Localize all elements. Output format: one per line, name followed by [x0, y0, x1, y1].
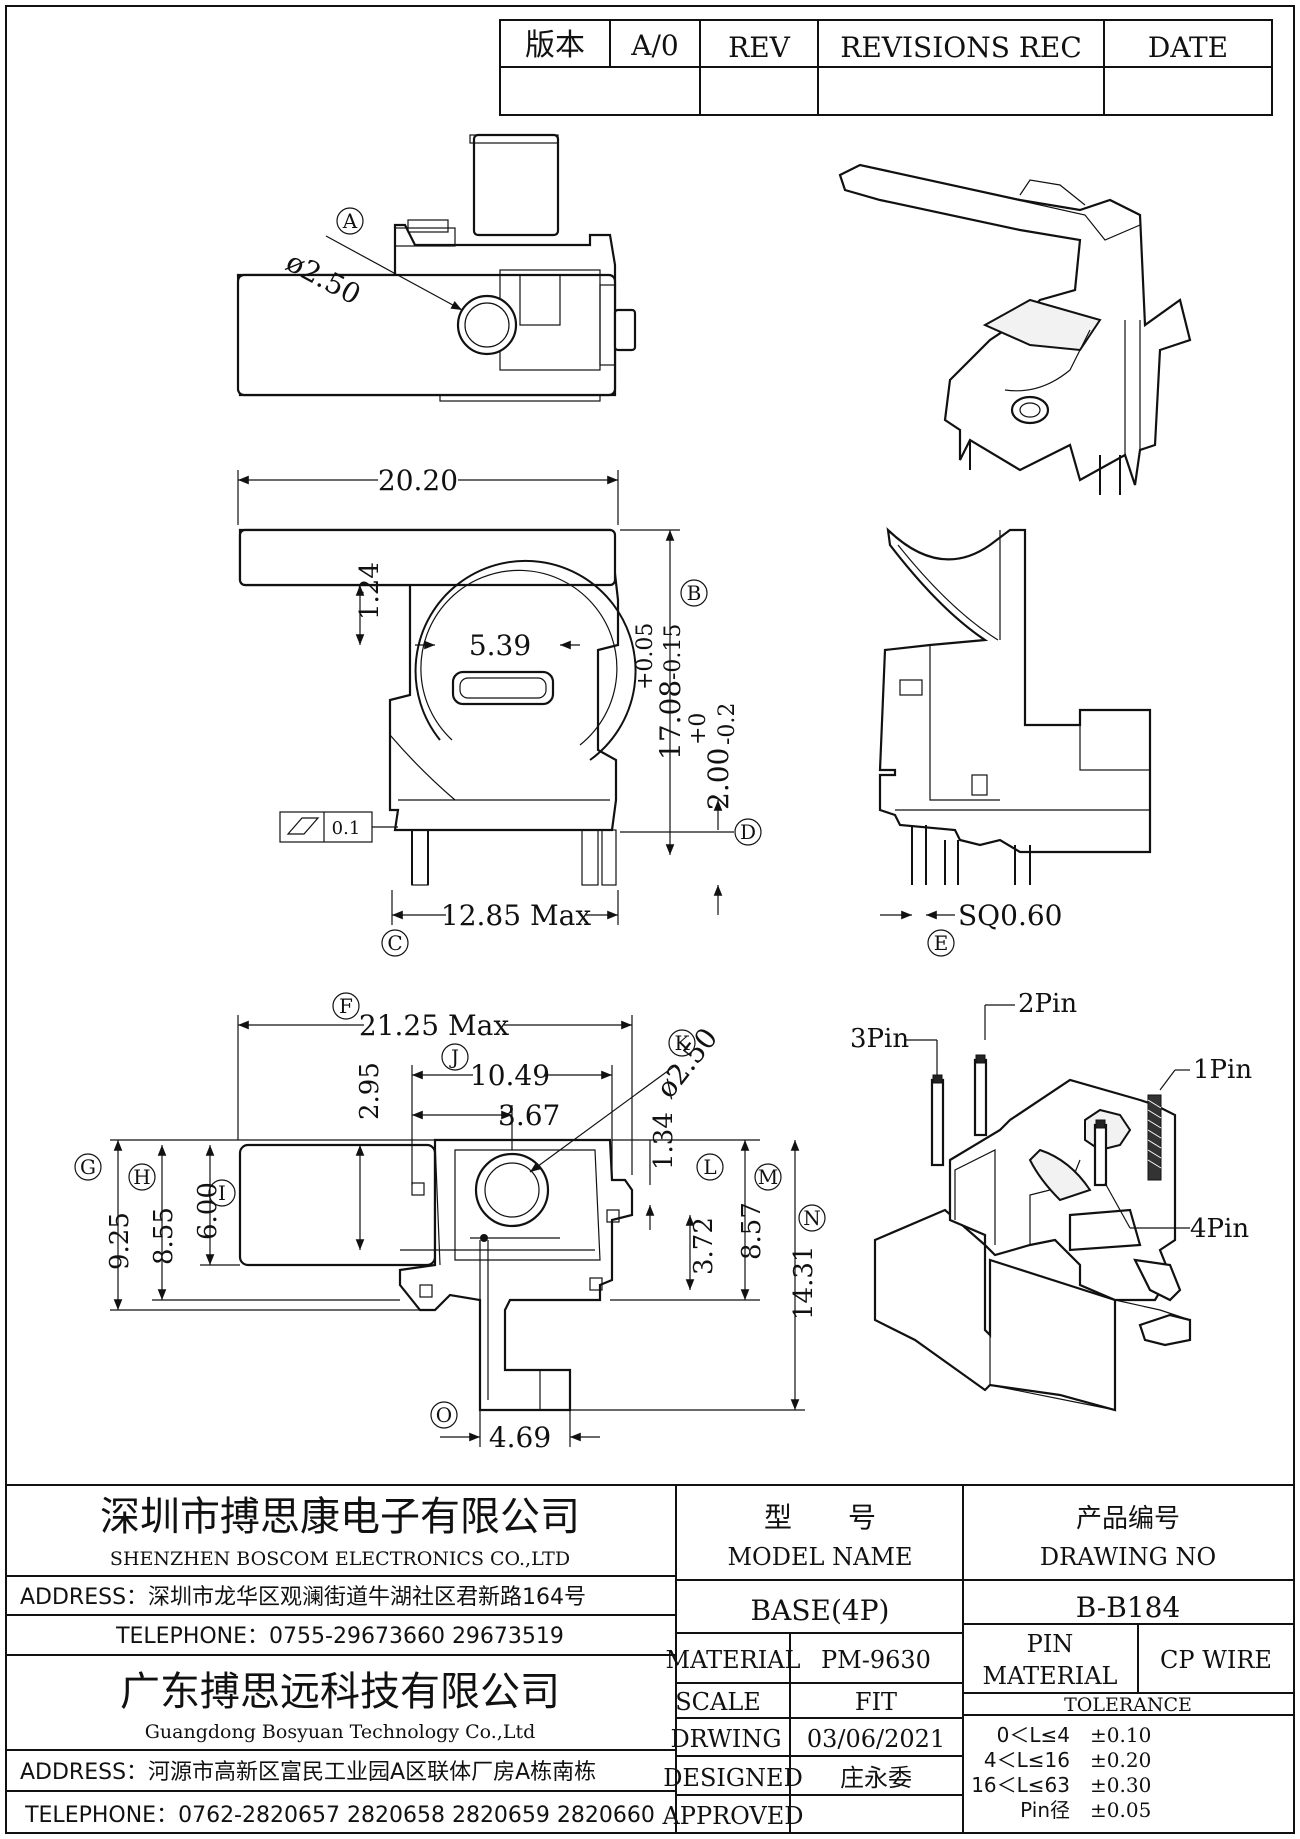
dim-1285: 12.85 Max: [441, 899, 591, 932]
material-label: MATERIAL: [666, 1646, 801, 1674]
model-value: BASE(4P): [751, 1594, 890, 1627]
pin-label-1: 1Pin: [1193, 1055, 1252, 1085]
sheet-border: [5, 5, 1295, 1834]
side-view: [878, 527, 1152, 885]
version-value: A/0: [630, 29, 678, 62]
dim-2125: 21.25 Max: [359, 1009, 509, 1042]
company-en: SHENZHEN BOSCOM ELECTRONICS CO.,LTD: [110, 1548, 570, 1570]
label-E: E: [934, 931, 949, 955]
company2-cn: 广东搏思远科技有限公司: [120, 1669, 560, 1715]
tolerance-value: ±0.05: [1090, 1798, 1151, 1822]
pin-material-label-2: MATERIAL: [983, 1662, 1118, 1690]
address-1: ADDRESS：深圳市龙华区观澜街道牛湖社区君新路164号: [20, 1585, 586, 1610]
company-cn: 深圳市搏思康电子有限公司: [100, 1494, 580, 1540]
iso-view-top: [838, 163, 1192, 495]
material-value: PM-9630: [821, 1646, 931, 1674]
dim-200-tol-dn: -0.2: [715, 703, 740, 745]
tolerance-value: ±0.10: [1090, 1723, 1151, 1747]
telephone-2: TELEPHONE：0762-2820657 2820658 2820659 2…: [24, 1803, 655, 1828]
dim-1708-tol-dn: -0.15: [661, 624, 686, 680]
version-label: 版本: [525, 28, 585, 63]
dim-1049: 10.49: [470, 1059, 550, 1092]
model-cn: 型 号: [764, 1501, 876, 1534]
title-block: [6, 1484, 1294, 1833]
dim-200-tol-up: +0: [686, 713, 711, 745]
flatness-value: 0.1: [332, 818, 361, 839]
label-M: M: [758, 1165, 778, 1189]
drawing-label: DRWING: [670, 1725, 781, 1753]
tolerance-value: ±0.30: [1090, 1773, 1151, 1797]
front-view: [238, 528, 637, 886]
tolerance-value: ±0.20: [1090, 1748, 1151, 1772]
pin-material-label-1: PIN: [1027, 1630, 1074, 1658]
designed-label: DESIGNED: [663, 1764, 803, 1792]
dim-1708-tol-up: +0.05: [633, 623, 658, 690]
dim-539: 5.39: [469, 629, 531, 662]
drawing-value: B-B184: [1076, 1591, 1181, 1624]
company2-en: Guangdong Bosyuan Technology Co.,Ltd: [145, 1721, 536, 1743]
approved-label: APPROVED: [661, 1802, 803, 1830]
scale-label: SCALE: [675, 1688, 761, 1716]
label-N: N: [803, 1206, 821, 1230]
bottom-view: [238, 1138, 634, 1412]
dim-925: 9.25: [105, 1212, 135, 1270]
label-K: K: [675, 1031, 691, 1055]
dim-sq060: SQ0.60: [958, 899, 1062, 932]
revision-block: 版本 A/0 REV REVISIONS REC DATE: [499, 19, 1273, 116]
designed-value: 庄永委: [840, 1764, 912, 1792]
dim-2020: 20.20: [378, 464, 458, 497]
label-D: D: [740, 820, 756, 844]
dim-857: 8.57: [737, 1202, 767, 1260]
rev-header: REV: [728, 31, 791, 64]
label-C: C: [387, 931, 402, 955]
drawing-cn: 产品编号: [1076, 1504, 1180, 1534]
address-2: ADDRESS：河源市高新区富民工业园A区联体厂房A栋南栋: [20, 1760, 596, 1785]
label-O: O: [436, 1403, 452, 1427]
top-view: [236, 133, 637, 402]
dim-372: 3.72: [689, 1217, 719, 1275]
dim-134: 1.34: [649, 1112, 679, 1170]
dim-295: 2.95: [355, 1062, 385, 1120]
dim-855: 8.55: [149, 1207, 179, 1265]
label-A-circle: [336, 207, 364, 235]
label-L: L: [703, 1155, 716, 1179]
label-I: I: [218, 1181, 226, 1205]
tolerance-range: 4＜L≤16: [984, 1748, 1070, 1772]
dim-367: 3.67: [498, 1099, 560, 1132]
pin-label-2: 2Pin: [1018, 989, 1077, 1019]
dim-124: 1.24: [355, 562, 385, 620]
model-en: MODEL NAME: [727, 1543, 912, 1571]
pin-label-3: 3Pin: [850, 1024, 909, 1054]
tolerance-label: TOLERANCE: [1064, 1694, 1192, 1716]
dim-469: 4.69: [489, 1421, 551, 1454]
pin-label-4: 4Pin: [1190, 1214, 1249, 1244]
dim-200: 2.00: [702, 748, 735, 810]
label-H: H: [133, 1165, 150, 1189]
pin-material-value: CP WIRE: [1160, 1646, 1272, 1674]
dim-600: 6.00: [193, 1182, 223, 1240]
tolerance-range: Pin径: [1020, 1798, 1070, 1822]
scale-value: FIT: [855, 1688, 897, 1716]
dim-1708: 17.08: [654, 680, 687, 760]
tolerance-range: 0＜L≤4: [997, 1723, 1070, 1747]
label-B: B: [687, 581, 702, 605]
label-F: F: [339, 994, 353, 1018]
date-header: DATE: [1148, 31, 1228, 64]
dim-1431: 14.31: [789, 1246, 819, 1320]
telephone-1: TELEPHONE：0755-29673660 29673519: [115, 1624, 564, 1649]
label-G: G: [80, 1155, 96, 1179]
label-A: A: [342, 209, 358, 233]
drawing-date: 03/06/2021: [807, 1725, 945, 1753]
iso-view-pins: [873, 1054, 1192, 1412]
drawing-en: DRAWING NO: [1040, 1543, 1216, 1571]
revisions-header: REVISIONS REC: [840, 31, 1082, 64]
label-J: J: [449, 1045, 459, 1069]
tolerance-range: 16＜L≤63: [971, 1773, 1070, 1797]
